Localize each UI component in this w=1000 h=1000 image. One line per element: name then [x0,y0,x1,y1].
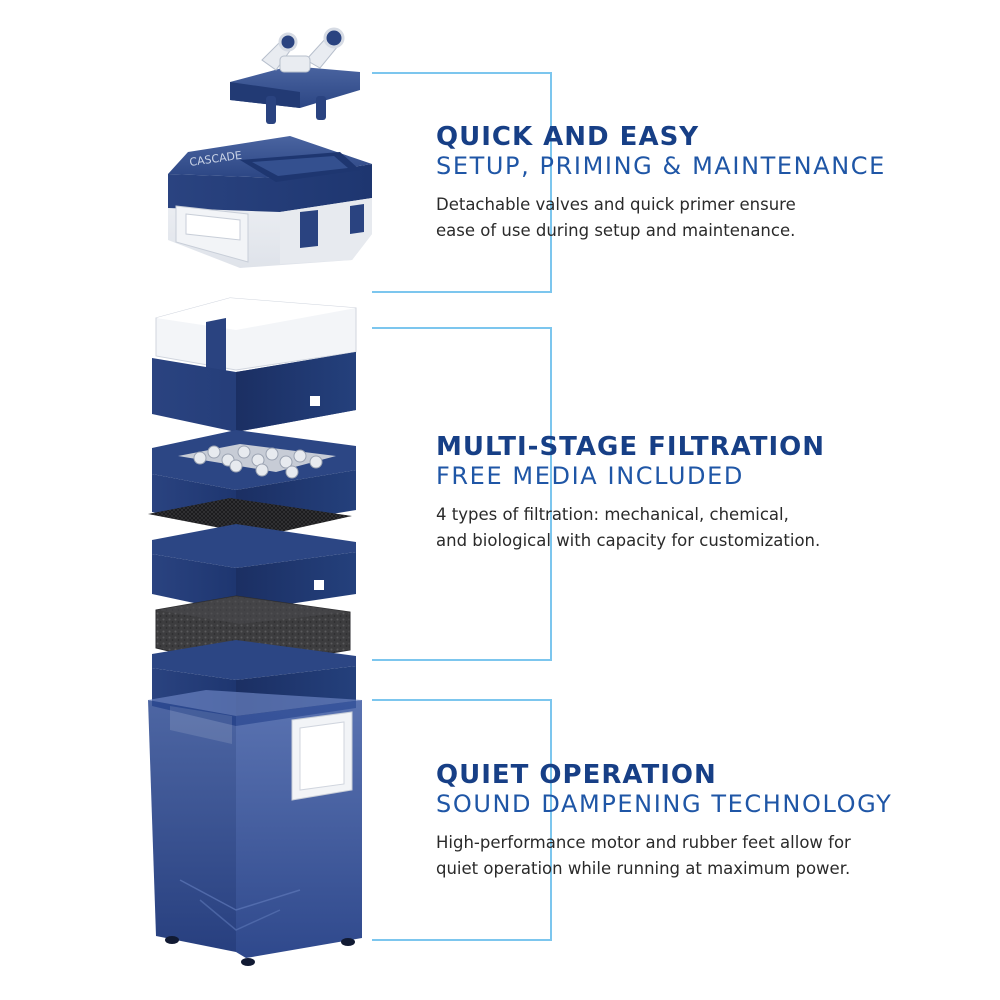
feature-setup-subtitle: SETUP, PRIMING & MAINTENANCE [436,152,886,180]
feature-quiet-description: High-performance motor and rubber feet a… [436,830,956,882]
feature-setup-line-2: ease of use during setup and maintenance… [436,221,796,240]
feature-filtration-description: 4 types of filtration: mechanical, chemi… [436,502,956,554]
feature-setup-title: QUICK AND EASY [436,122,700,152]
valve-block [230,27,360,124]
motor-head: CASCADE [168,136,372,268]
canister-tank [148,690,362,966]
feature-filtration-title: MULTI-STAGE FILTRATION [436,432,825,462]
callout-line-filtration [372,327,552,661]
filter-pad-tray [152,297,357,432]
feature-setup: QUICK AND EASY SETUP, PRIMING & MAINTENA… [436,122,956,244]
feature-quiet-line-1: High-performance motor and rubber feet a… [436,833,851,852]
feature-quiet-subtitle: SOUND DAMPENING TECHNOLOGY [436,790,893,818]
feature-filtration: MULTI-STAGE FILTRATION FREE MEDIA INCLUD… [436,432,956,554]
feature-quiet-title: QUIET OPERATION [436,760,717,790]
feature-quiet-line-2: quiet operation while running at maximum… [436,859,851,878]
carbon-pad [148,498,352,536]
feature-filtration-subtitle: FREE MEDIA INCLUDED [436,462,744,490]
callout-line-quiet [372,699,552,941]
callout-lines [372,72,552,941]
biological-media-tray [152,524,356,612]
feature-quiet: QUIET OPERATION SOUND DAMPENING TECHNOLO… [436,760,956,882]
feature-filtration-line-2: and biological with capacity for customi… [436,531,821,550]
feature-setup-line-1: Detachable valves and quick primer ensur… [436,195,796,214]
callout-line-setup [372,72,552,293]
feature-setup-description: Detachable valves and quick primer ensur… [436,192,956,244]
feature-filtration-line-1: 4 types of filtration: mechanical, chemi… [436,505,789,524]
